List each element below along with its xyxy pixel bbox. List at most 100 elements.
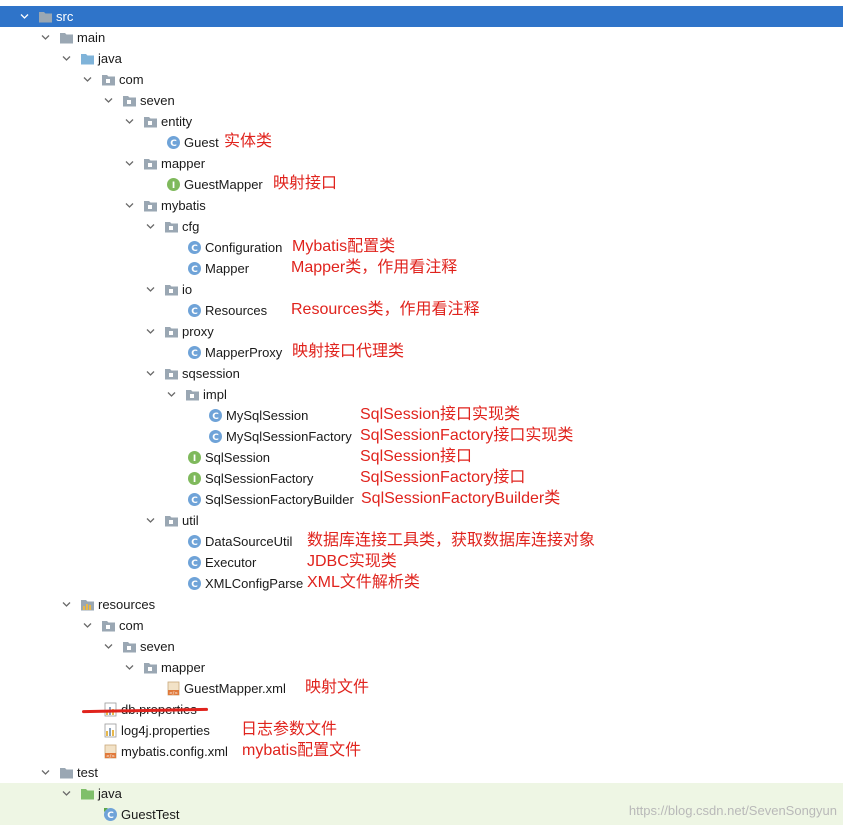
tree-node-label: test <box>77 765 98 780</box>
package-icon <box>122 639 137 654</box>
interface-icon: I <box>166 177 181 192</box>
tree-node-label: GuestTest <box>121 807 180 822</box>
chevron-down-icon[interactable] <box>83 621 92 630</box>
xml-file-icon: </> <box>103 744 118 759</box>
chevron-down-icon[interactable] <box>41 33 50 42</box>
chevron-down-icon[interactable] <box>104 642 113 651</box>
chevron-down-icon[interactable] <box>62 54 71 63</box>
tree-node-seven[interactable]: seven <box>0 90 843 111</box>
tree-node-label: SqlSessionFactory <box>205 471 314 486</box>
tree-node-com[interactable]: com <box>0 615 843 636</box>
tree-node-label: util <box>182 513 199 528</box>
chevron-down-icon[interactable] <box>104 96 113 105</box>
tree-node-main[interactable]: main <box>0 27 843 48</box>
tree-node-label: mybatis.config.xml <box>121 744 228 759</box>
annotation-note: 实体类 <box>224 133 273 150</box>
tree-node-test[interactable]: test <box>0 762 843 783</box>
package-icon <box>164 324 179 339</box>
chevron-down-icon[interactable] <box>146 222 155 231</box>
chevron-down-icon[interactable] <box>146 327 155 336</box>
chevron-down-icon[interactable] <box>125 663 134 672</box>
tree-node-com[interactable]: com <box>0 69 843 90</box>
tree-node-log4j-properties[interactable]: log4j.properties <box>0 720 843 741</box>
tree-node-resources[interactable]: resources <box>0 594 843 615</box>
tree-node-sqsession[interactable]: sqsession <box>0 363 843 384</box>
svg-text:C: C <box>191 496 198 506</box>
test-class-icon: C <box>103 807 118 822</box>
tree-node-java[interactable]: java <box>0 783 843 804</box>
tree-node-io[interactable]: io <box>0 279 843 300</box>
tree-node-cfg[interactable]: cfg <box>0 216 843 237</box>
annotation-note: SqlSession接口实现类 <box>360 406 521 423</box>
chevron-down-icon[interactable] <box>125 159 134 168</box>
tree-node-impl[interactable]: impl <box>0 384 843 405</box>
tree-node-mybatis-config-xml[interactable]: </>mybatis.config.xml <box>0 741 843 762</box>
tree-node-label: Guest <box>184 135 219 150</box>
svg-text:C: C <box>191 559 198 569</box>
tree-node-entity[interactable]: entity <box>0 111 843 132</box>
tree-node-label: GuestMapper <box>184 177 263 192</box>
chevron-down-icon[interactable] <box>20 12 29 21</box>
package-icon <box>122 93 137 108</box>
annotation-note: SqlSession接口 <box>360 448 473 465</box>
chevron-down-icon[interactable] <box>83 75 92 84</box>
annotation-note: Resources类，作用看注释 <box>291 301 480 318</box>
tree-node-label: com <box>119 72 144 87</box>
tree-node-mapper[interactable]: mapper <box>0 657 843 678</box>
package-icon <box>164 513 179 528</box>
chevron-down-icon[interactable] <box>167 390 176 399</box>
chevron-down-icon[interactable] <box>125 201 134 210</box>
annotation-note: 映射文件 <box>305 679 370 696</box>
tree-node-proxy[interactable]: proxy <box>0 321 843 342</box>
svg-text:I: I <box>193 454 196 464</box>
chevron-down-icon[interactable] <box>146 285 155 294</box>
tree-node-src[interactable]: src <box>0 6 843 27</box>
package-icon <box>143 198 158 213</box>
svg-text:C: C <box>212 433 219 443</box>
chevron-down-icon[interactable] <box>146 369 155 378</box>
svg-text:C: C <box>191 265 198 275</box>
chevron-down-icon[interactable] <box>125 117 134 126</box>
tree-node-guestmapper-xml[interactable]: </>GuestMapper.xml <box>0 678 843 699</box>
tree-node-seven[interactable]: seven <box>0 636 843 657</box>
tree-node-label: seven <box>140 93 175 108</box>
chevron-down-icon[interactable] <box>62 600 71 609</box>
chevron-down-icon[interactable] <box>41 768 50 777</box>
tree-node-label: seven <box>140 639 175 654</box>
tree-node-label: mybatis <box>161 198 206 213</box>
svg-text:C: C <box>191 307 198 317</box>
tree-node-java[interactable]: java <box>0 48 843 69</box>
source-folder-icon <box>80 51 95 66</box>
tree-node-sqlsessionfactorybuilder[interactable]: C SqlSessionFactoryBuilder <box>0 489 843 510</box>
annotation-note: Mybatis配置类 <box>292 238 396 255</box>
chevron-down-icon[interactable] <box>146 516 155 525</box>
class-icon: C <box>187 555 202 570</box>
package-icon <box>164 219 179 234</box>
class-icon: C <box>187 576 202 591</box>
xml-file-icon: </> <box>166 681 181 696</box>
tree-node-util[interactable]: util <box>0 510 843 531</box>
package-icon <box>101 618 116 633</box>
tree-node-label: SqlSessionFactoryBuilder <box>205 492 354 507</box>
chevron-down-icon[interactable] <box>62 789 71 798</box>
tree-node-label: MySqlSession <box>226 408 309 423</box>
tree-node-label: com <box>119 618 144 633</box>
annotation-note: 映射接口代理类 <box>292 343 405 360</box>
folder-icon <box>59 30 74 45</box>
tree-node-mybatis[interactable]: mybatis <box>0 195 843 216</box>
tree-node-mapper[interactable]: mapper <box>0 153 843 174</box>
